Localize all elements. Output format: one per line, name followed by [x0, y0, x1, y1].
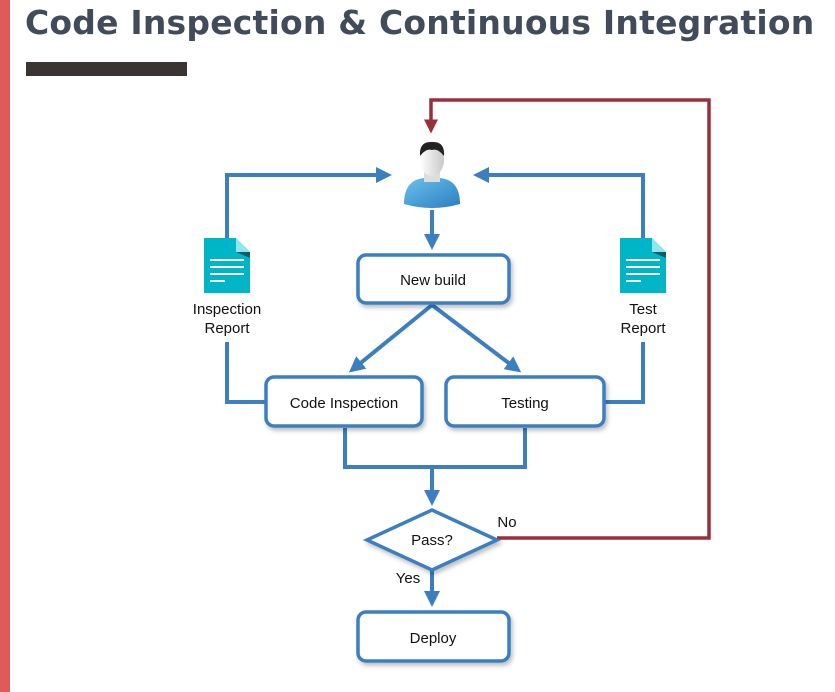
user-icon	[404, 141, 460, 208]
title-underline	[26, 62, 187, 76]
new-build-label: New build	[400, 272, 466, 289]
inspection-report-label-2: Report	[204, 320, 250, 337]
node-code-inspection: Code Inspection	[264, 375, 424, 428]
document-icon	[204, 238, 250, 293]
edge-inspection-report-to-developer	[225, 167, 392, 238]
inspection-report-label-1: Inspection	[193, 301, 261, 318]
node-new-build: New build	[356, 253, 511, 305]
edge-new-build-to-code-inspection	[348, 303, 434, 373]
yes-label: Yes	[396, 570, 420, 587]
edge-new-build-to-testing	[430, 303, 522, 373]
code-inspection-label: Code Inspection	[290, 395, 398, 412]
edge-code-inspection-to-report	[225, 342, 266, 404]
testing-label: Testing	[501, 395, 549, 412]
page-title: Code Inspection & Continuous Integration	[25, 3, 815, 42]
node-testing: Testing	[444, 375, 606, 428]
pass-label: Pass?	[411, 532, 453, 549]
node-pass-decision: Pass?	[362, 508, 502, 572]
test-report-label-2: Report	[620, 320, 666, 337]
accent-bar	[0, 0, 10, 692]
document-icon	[620, 238, 666, 293]
node-deploy: Deploy	[356, 610, 511, 663]
edge-fail-to-developer	[424, 98, 711, 540]
test-report-label-1: Test	[629, 301, 657, 318]
no-label: No	[497, 514, 516, 531]
edge-test-report-to-developer	[473, 167, 645, 238]
edge-merge	[343, 428, 527, 469]
edge-testing-to-report	[604, 342, 645, 404]
deploy-label: Deploy	[410, 630, 457, 647]
